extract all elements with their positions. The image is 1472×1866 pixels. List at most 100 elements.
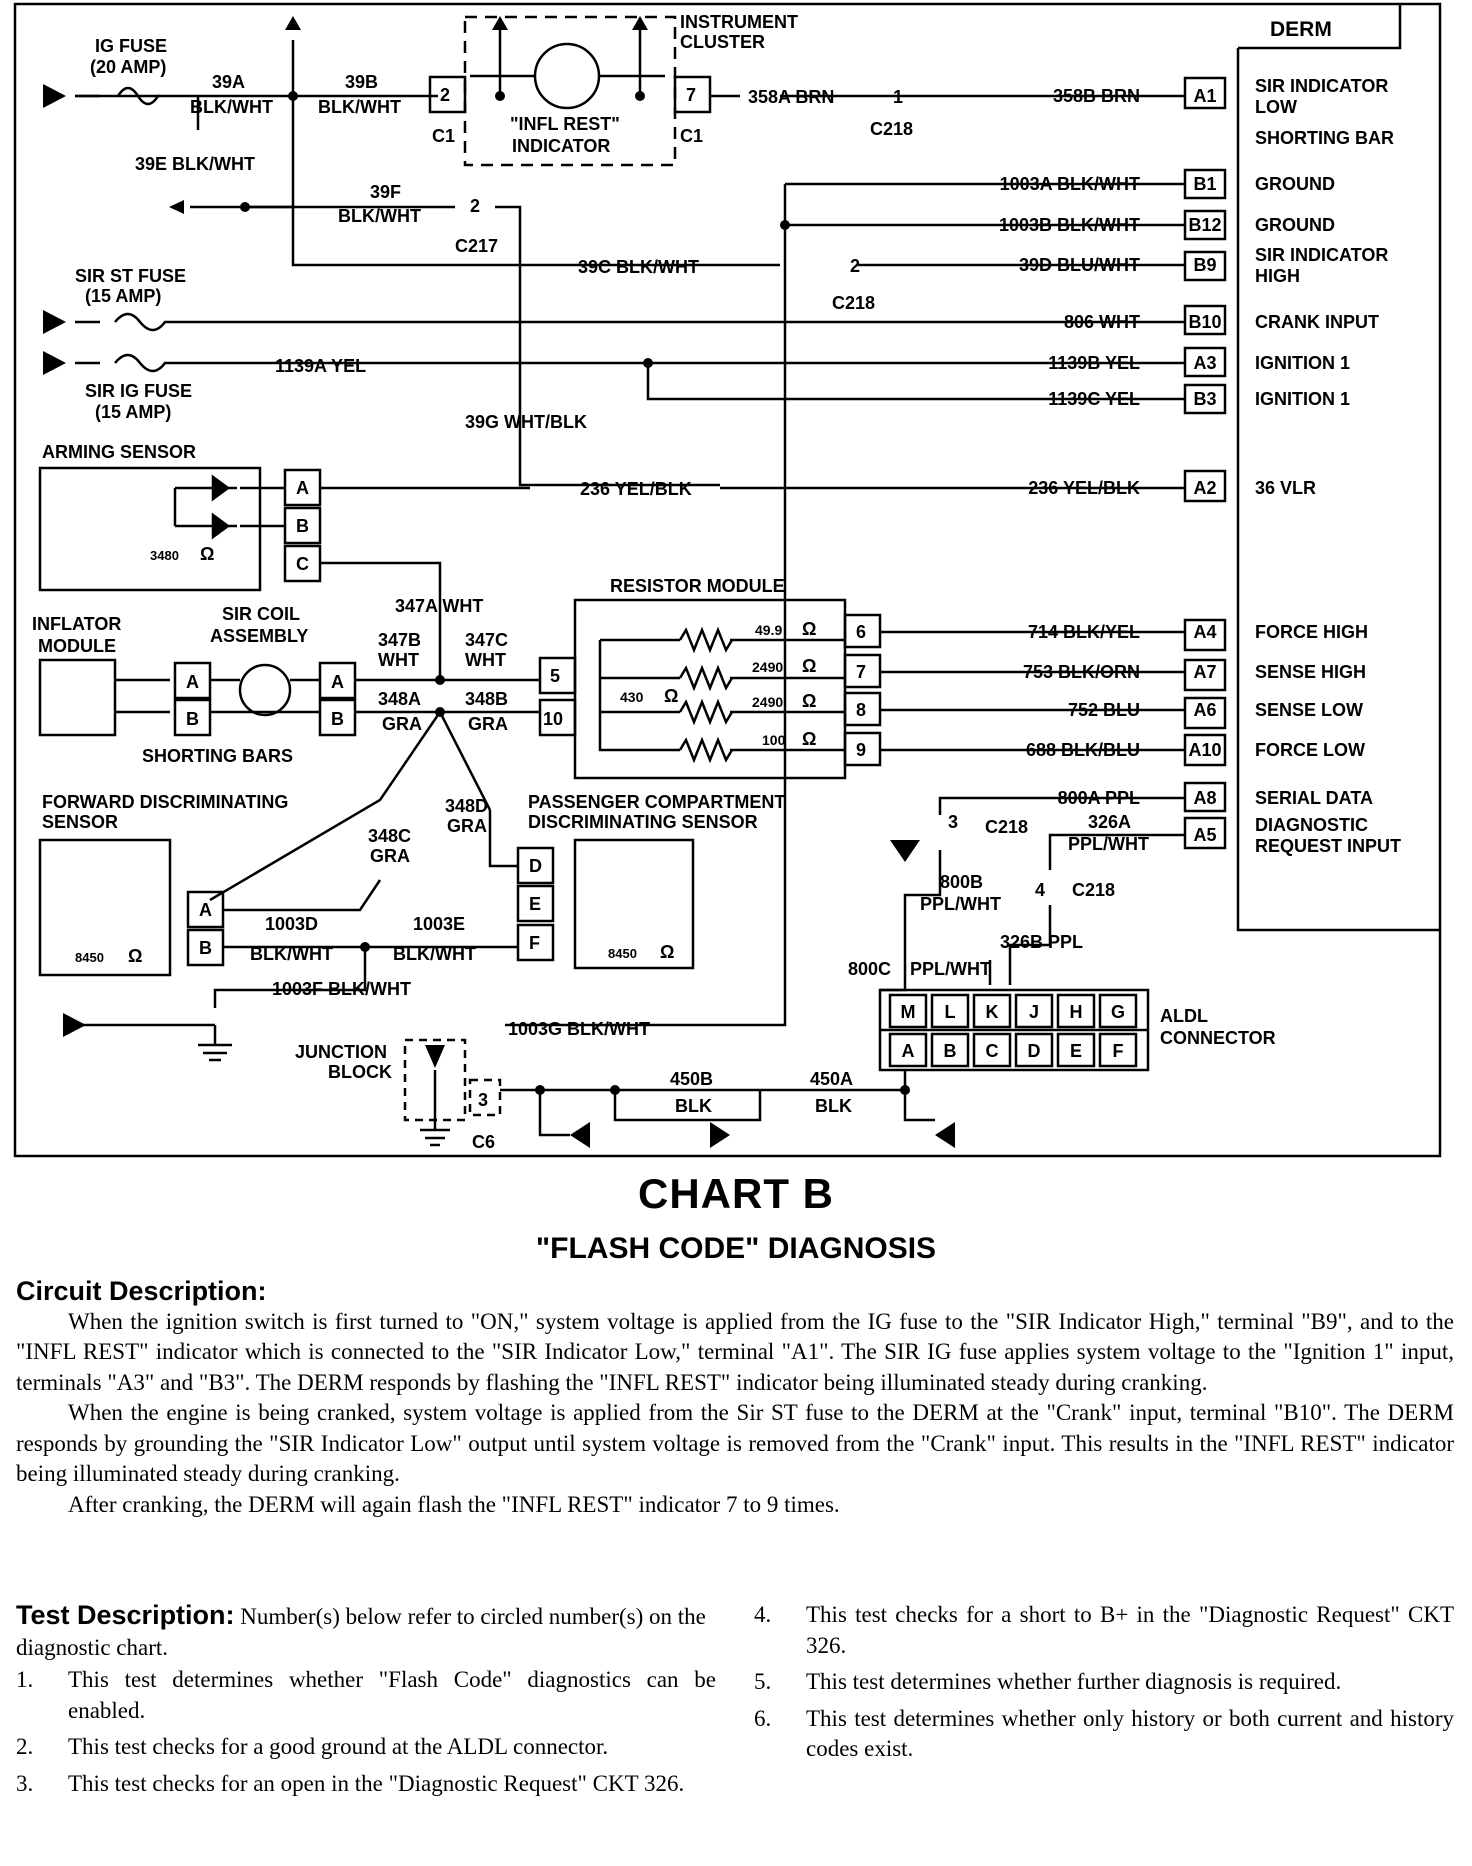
svg-text:2: 2 <box>470 196 480 216</box>
aldl-pin-cell <box>930 1032 970 1068</box>
sir-coil <box>238 663 292 717</box>
ig-fuse-label: IG FUSE <box>95 36 167 56</box>
derm-function-label: LOW <box>1255 97 1297 117</box>
svg-text:Ω: Ω <box>802 691 816 711</box>
test-description-intro: Test Description: Number(s) below refer … <box>16 1600 706 1660</box>
svg-text:BLK: BLK <box>675 1096 712 1116</box>
derm-function-label: 36 VLR <box>1255 478 1316 498</box>
svg-text:450A: 450A <box>810 1069 853 1089</box>
derm-pin-label: A3 <box>1193 353 1216 373</box>
svg-text:C: C <box>296 554 309 574</box>
circuit-paragraph: After cranking, the DERM will again flas… <box>68 1491 840 1517</box>
svg-text:INDICATOR: INDICATOR <box>512 136 610 156</box>
svg-text:5: 5 <box>550 666 560 686</box>
sir-coil-label: SIR COIL <box>222 604 300 624</box>
test-item: 1.This test determines whether "Flash Co… <box>16 1667 716 1723</box>
circuit-description-heading: Circuit Description: <box>16 1276 267 1306</box>
test-description-left: Test Description: Number(s) below refer … <box>16 1600 716 1805</box>
aldl-pin-cell <box>888 1032 928 1068</box>
svg-text:2: 2 <box>850 256 860 276</box>
derm-pin-label: B3 <box>1193 389 1216 409</box>
svg-text:A: A <box>296 478 309 498</box>
test-item: 2.This test checks for a good ground at … <box>16 1734 609 1759</box>
svg-text:348A: 348A <box>378 689 421 709</box>
svg-text:C218: C218 <box>985 817 1028 837</box>
svg-text:D: D <box>529 856 542 876</box>
derm-pin-label: B1 <box>1193 174 1216 194</box>
infl-rest-label: "INFL REST" <box>510 114 620 134</box>
derm-function-label: FORCE LOW <box>1255 740 1365 760</box>
test-item: 5.This test determines whether further d… <box>754 1669 1342 1694</box>
svg-text:C6: C6 <box>472 1132 495 1152</box>
svg-text:8450: 8450 <box>608 946 637 961</box>
aldl-pin-label: C <box>986 1041 999 1061</box>
derm-function-label: SENSE HIGH <box>1255 662 1366 682</box>
chart-title: CHART B <box>638 1170 834 1217</box>
svg-text:347A WHT: 347A WHT <box>395 596 483 616</box>
svg-text:Ω: Ω <box>128 946 142 966</box>
svg-text:347C: 347C <box>465 630 508 650</box>
svg-text:BLK: BLK <box>815 1096 852 1116</box>
connector-c1-pin2 <box>428 75 467 114</box>
wire-1139 <box>75 353 1185 373</box>
chart-subtitle: "FLASH CODE" DIAGNOSIS <box>535 1232 937 1265</box>
svg-text:B: B <box>296 516 309 536</box>
test-item: 6.This test determines whether only hist… <box>754 1705 1454 1762</box>
svg-text:MODULE: MODULE <box>38 636 116 656</box>
derm-function-label: SIR INDICATOR <box>1255 76 1388 96</box>
svg-text:F: F <box>529 933 540 953</box>
derm-function-label: SERIAL DATA <box>1255 788 1373 808</box>
svg-text:10: 10 <box>543 709 563 729</box>
svg-text:348B: 348B <box>465 689 508 709</box>
aldl-pin-label: A <box>902 1041 915 1061</box>
svg-text:1003D: 1003D <box>265 914 318 934</box>
aldl-pin-cell <box>1098 1032 1138 1068</box>
svg-text:1003F BLK/WHT: 1003F BLK/WHT <box>272 979 411 999</box>
svg-text:49.9: 49.9 <box>755 622 782 638</box>
svg-text:358A BRN: 358A BRN <box>748 87 834 107</box>
aldl-connector-label: ALDL <box>1160 1006 1208 1026</box>
svg-text:8450: 8450 <box>75 950 104 965</box>
svg-text:800B: 800B <box>940 872 983 892</box>
svg-text:GRA: GRA <box>447 816 487 836</box>
svg-text:348D: 348D <box>445 796 488 816</box>
svg-text:800C: 800C <box>848 959 891 979</box>
svg-text:347B: 347B <box>378 630 421 650</box>
aldl-pin-cell <box>1056 1032 1096 1068</box>
svg-text:PPL/WHT: PPL/WHT <box>920 894 1001 914</box>
derm-title: DERM <box>1270 18 1332 41</box>
shorting-bars-label: SHORTING BARS <box>142 746 293 766</box>
svg-text:Ω: Ω <box>200 544 214 564</box>
derm-pin-label: A4 <box>1193 622 1216 642</box>
svg-text:Ω: Ω <box>802 619 816 639</box>
svg-text:BLK/WHT: BLK/WHT <box>190 97 273 117</box>
svg-text:1139A YEL: 1139A YEL <box>275 356 366 376</box>
svg-text:7: 7 <box>686 85 696 105</box>
wires-resistor-to-derm <box>880 630 1185 752</box>
circuit-paragraph: When the engine is being cranked, system… <box>16 1400 1454 1486</box>
svg-text:CLUSTER: CLUSTER <box>680 32 765 52</box>
svg-text:WHT: WHT <box>378 650 419 670</box>
wire-806 <box>75 312 1185 332</box>
test-item: 4.This test checks for a short to B+ in … <box>754 1602 1454 1658</box>
svg-text:39A: 39A <box>212 72 245 92</box>
derm-wire-label: 236 YEL/BLK <box>1028 478 1140 498</box>
aldl-pin-cell <box>1014 993 1054 1029</box>
svg-text:Ω: Ω <box>802 656 816 676</box>
svg-text:39B: 39B <box>345 72 378 92</box>
derm-wire-label: 1003B BLK/WHT <box>999 215 1140 235</box>
derm-function-label: CRANK INPUT <box>1255 312 1379 332</box>
svg-text:2490: 2490 <box>752 659 783 675</box>
connector-c1-pin7 <box>673 75 712 114</box>
svg-text:C218: C218 <box>832 293 875 313</box>
derm-pin-label: A2 <box>1193 478 1216 498</box>
svg-text:ASSEMBLY: ASSEMBLY <box>210 626 308 646</box>
svg-text:GRA: GRA <box>468 714 508 734</box>
aldl-pin-cell <box>972 1032 1012 1068</box>
svg-text:39E BLK/WHT: 39E BLK/WHT <box>135 154 255 174</box>
svg-text:BLOCK: BLOCK <box>328 1062 392 1082</box>
derm-pin-label: B10 <box>1188 312 1221 332</box>
arming-sensor-box <box>38 466 262 592</box>
